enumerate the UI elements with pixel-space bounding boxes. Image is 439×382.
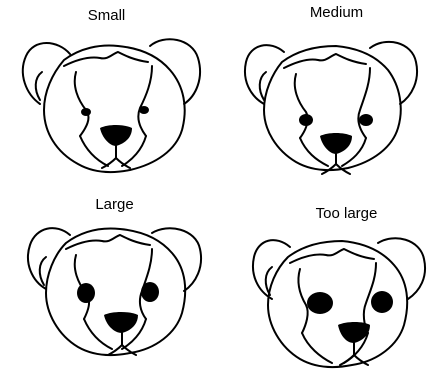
- left-ear: [253, 240, 290, 299]
- forehead-seam: [66, 235, 150, 249]
- left-eye: [77, 283, 95, 303]
- left-ear: [28, 228, 70, 289]
- bear-face-too-large: [220, 191, 439, 382]
- mouth: [108, 333, 136, 355]
- panel-too-large: Too large: [220, 191, 439, 382]
- muzzle-right: [358, 68, 370, 138]
- left-ear-inner: [40, 257, 46, 285]
- forehead-seam: [290, 249, 374, 263]
- panel-medium: Medium: [220, 0, 439, 191]
- mouth: [102, 146, 130, 168]
- right-eye: [371, 291, 393, 313]
- muzzle-right: [138, 66, 152, 136]
- bear-face-medium: [220, 0, 439, 191]
- left-eye: [81, 108, 91, 116]
- forehead-seam: [284, 54, 366, 68]
- right-eye: [139, 106, 149, 114]
- right-ear: [370, 42, 417, 104]
- nose: [100, 125, 132, 146]
- nose: [104, 312, 138, 333]
- right-ear: [150, 39, 200, 104]
- left-eye: [307, 292, 333, 314]
- right-ear: [378, 238, 425, 299]
- muzzle-left: [295, 74, 308, 138]
- cheek-left: [80, 136, 108, 166]
- nose: [320, 133, 352, 154]
- cheek-left: [302, 333, 332, 363]
- forehead-seam: [64, 52, 148, 66]
- right-eye: [141, 282, 159, 302]
- bear-face-large: [0, 191, 219, 382]
- muzzle-left: [298, 269, 307, 333]
- left-ear-inner: [36, 72, 42, 100]
- panel-small: Small: [0, 0, 219, 191]
- mouth: [340, 343, 368, 365]
- left-eye: [299, 114, 313, 126]
- right-eye: [359, 114, 373, 126]
- bear-face-small: [0, 0, 219, 191]
- panel-large: Large: [0, 191, 219, 382]
- muzzle-left: [75, 72, 89, 136]
